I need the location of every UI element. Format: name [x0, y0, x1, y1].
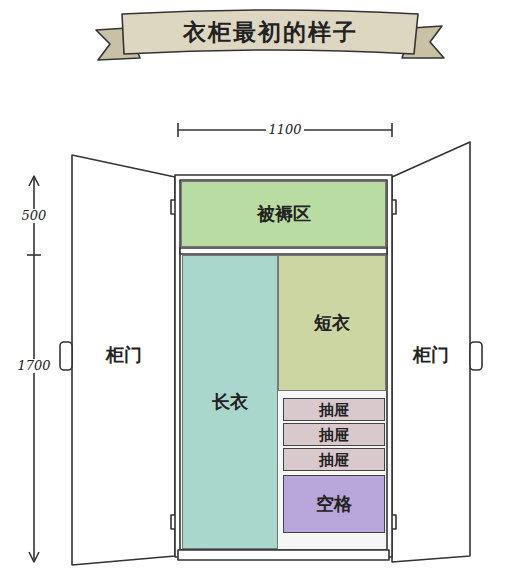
right-door [392, 142, 470, 562]
drawer: 抽屉 [283, 448, 385, 471]
drawer: 抽屉 [283, 398, 385, 421]
dimension-arrow [29, 552, 39, 562]
wardrobe-frame [175, 175, 392, 557]
zone-label: 柜门 [413, 344, 449, 366]
plinth [178, 550, 389, 560]
ribbon-banner [122, 10, 418, 54]
zone-label: 长衣 [212, 391, 248, 413]
bedding-zone: 被褥区 [181, 181, 386, 247]
open-shelf: 空格 [283, 475, 385, 533]
dimension-tick [177, 123, 179, 137]
long-clothes-zone: 长衣 [182, 255, 278, 549]
door-handle [60, 342, 72, 370]
drawer: 抽屉 [283, 423, 385, 446]
short-clothes-zone: 短衣 [278, 255, 386, 391]
zone-label: 抽屉 [319, 426, 349, 444]
dimension-tick [27, 254, 41, 256]
dimension-label: 1100 [266, 123, 303, 137]
dimension-tick [391, 123, 393, 137]
dimension-label: 1700 [15, 359, 52, 373]
dimension-arrow [29, 176, 39, 186]
zone-label: 被褥区 [257, 203, 311, 225]
hanging-rod [186, 285, 382, 287]
zone-label: 空格 [316, 493, 352, 515]
zone-label: 抽屉 [319, 451, 349, 469]
cabinet-door: 柜门 [82, 300, 166, 410]
dimension-label: 500 [20, 209, 49, 223]
zone-label: 柜门 [106, 344, 142, 366]
door-handle [470, 342, 482, 370]
left-door [72, 155, 175, 565]
zone-label: 抽屉 [319, 401, 349, 419]
title: 衣柜最初的样子 [183, 17, 358, 48]
wardrobe-inner [180, 180, 387, 550]
zone-label: 短衣 [314, 312, 350, 334]
shelf [180, 248, 387, 254]
cabinet-door: 柜门 [398, 300, 464, 410]
